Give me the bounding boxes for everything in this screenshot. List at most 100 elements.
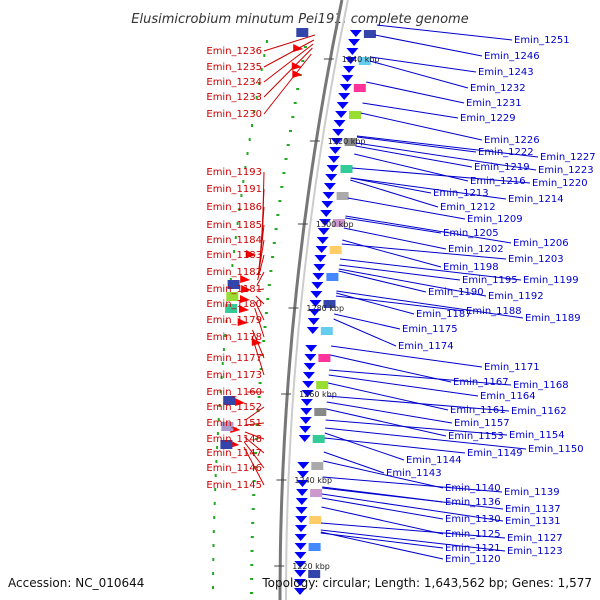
right-gene-label: Emin_1149 bbox=[467, 448, 523, 459]
gene-box bbox=[314, 408, 327, 416]
right-gene-label: Emin_1216 bbox=[470, 176, 526, 187]
gc-dot bbox=[291, 116, 295, 118]
right-gene-label: Emin_1189 bbox=[525, 313, 581, 324]
reverse-gene-arrow bbox=[311, 282, 324, 289]
reverse-gene-arrow bbox=[302, 381, 315, 388]
right-leader-line bbox=[370, 56, 477, 73]
right-leader-line bbox=[320, 522, 506, 539]
reverse-gene-arrow bbox=[317, 228, 330, 235]
left-gene-label: Emin_1180 bbox=[206, 299, 262, 310]
right-gene-label: Emin_1167 bbox=[453, 377, 509, 388]
right-gene-label: Emin_1154 bbox=[509, 430, 565, 441]
forward-gene-arrow bbox=[240, 275, 251, 283]
right-gene-label: Emin_1174 bbox=[398, 341, 454, 352]
gc-dot bbox=[253, 110, 256, 113]
right-gene-label: Emin_1143 bbox=[386, 468, 442, 479]
gc-dot bbox=[221, 362, 224, 365]
accession-text: Accession: NC_010644 bbox=[8, 576, 144, 590]
left-gene-label: Emin_1186 bbox=[206, 202, 262, 213]
right-leader-line bbox=[320, 531, 444, 560]
left-gene-label: Emin_1234 bbox=[206, 77, 262, 88]
right-leader-line bbox=[320, 532, 444, 549]
reverse-gene-arrow bbox=[295, 525, 307, 532]
left-gene-label: Emin_1177 bbox=[206, 353, 262, 364]
right-leader-line bbox=[333, 313, 401, 330]
reverse-gene-arrow bbox=[299, 426, 312, 433]
reverse-gene-arrow bbox=[304, 354, 317, 361]
reverse-gene-arrow bbox=[294, 552, 307, 559]
right-gene-label: Emin_1209 bbox=[467, 214, 523, 225]
gc-dot bbox=[216, 432, 219, 435]
right-gene-label: Emin_1223 bbox=[538, 165, 594, 176]
gene-box bbox=[309, 516, 322, 524]
left-leader-line bbox=[251, 335, 265, 376]
gc-dot bbox=[214, 488, 217, 491]
right-gene-label: Emin_1150 bbox=[528, 444, 584, 455]
gene-box bbox=[308, 543, 321, 551]
gene-box bbox=[326, 273, 339, 281]
gc-dot bbox=[224, 334, 227, 337]
gene-features bbox=[220, 28, 376, 595]
right-gene-label: Emin_1214 bbox=[508, 194, 564, 205]
gene-box bbox=[336, 192, 349, 200]
left-leader-line bbox=[255, 295, 265, 305]
left-leader-line bbox=[257, 239, 265, 276]
gene-box bbox=[363, 30, 376, 38]
right-leader-line bbox=[326, 408, 447, 437]
genome-title: Elusimicrobium minutum Pei191, complete … bbox=[131, 12, 468, 27]
right-gene-label: Emin_1139 bbox=[504, 487, 560, 498]
gc-dot bbox=[244, 166, 247, 169]
right-gene-label: Emin_1213 bbox=[433, 188, 489, 199]
right-leader-line bbox=[347, 197, 466, 220]
right-gene-label: Emin_1161 bbox=[450, 405, 506, 416]
gc-dot bbox=[231, 264, 234, 267]
left-leader-line bbox=[256, 288, 265, 291]
forward-gene-arrow bbox=[235, 398, 245, 406]
gc-dot bbox=[212, 586, 214, 589]
gc-dot bbox=[260, 68, 263, 71]
right-gene-label: Emin_1205 bbox=[443, 228, 499, 239]
left-gene-label: Emin_1151 bbox=[206, 418, 262, 429]
gc-dot bbox=[212, 544, 215, 547]
right-leader-line bbox=[352, 167, 531, 184]
tick-label: 1220 kbp bbox=[292, 562, 330, 571]
right-leader-line bbox=[376, 24, 513, 41]
reverse-gene-arrow bbox=[336, 102, 349, 109]
left-gene-label: Emin_1183 bbox=[206, 250, 262, 261]
reverse-gene-arrow bbox=[343, 66, 355, 73]
reverse-gene-arrow bbox=[327, 156, 340, 163]
reverse-gene-arrow bbox=[338, 93, 351, 100]
backbone-shadow bbox=[285, 0, 349, 600]
gc-dot bbox=[284, 158, 288, 160]
gc-dot bbox=[257, 396, 261, 398]
gc-dot bbox=[301, 60, 305, 62]
right-leader-line bbox=[320, 529, 506, 552]
right-leader-line bbox=[330, 354, 452, 383]
right-gene-label: Emin_1192 bbox=[488, 291, 544, 302]
gc-dot bbox=[282, 172, 286, 174]
left-gene-label: Emin_1191 bbox=[206, 184, 262, 195]
right-leader-line bbox=[323, 460, 444, 489]
gene-labels: Emin_1236Emin_1235Emin_1234Emin_1233Emin… bbox=[206, 35, 595, 565]
gc-dot bbox=[215, 460, 218, 463]
right-gene-label: Emin_1153 bbox=[448, 431, 504, 442]
gc-dot bbox=[259, 368, 263, 370]
right-gene-label: Emin_1121 bbox=[445, 543, 501, 554]
right-leader-line bbox=[356, 136, 477, 153]
forward-gene-arrow bbox=[240, 295, 250, 303]
right-gene-label: Emin_1123 bbox=[507, 546, 563, 557]
gene-box bbox=[358, 57, 371, 65]
reverse-gene-arrow bbox=[310, 291, 323, 298]
left-leader-line bbox=[263, 47, 313, 98]
right-gene-label: Emin_1162 bbox=[511, 406, 567, 417]
gc-dot bbox=[255, 96, 258, 99]
right-gene-label: Emin_1168 bbox=[513, 380, 569, 391]
right-leader-line bbox=[345, 215, 512, 244]
gene-box bbox=[329, 246, 342, 254]
reverse-gene-arrow bbox=[308, 309, 321, 316]
reverse-gene-arrow bbox=[323, 183, 336, 190]
right-gene-label: Emin_1232 bbox=[470, 83, 526, 94]
right-leader-line bbox=[362, 102, 459, 119]
reverse-gene-arrow bbox=[305, 345, 318, 352]
left-gene-label: Emin_1181 bbox=[206, 284, 262, 295]
